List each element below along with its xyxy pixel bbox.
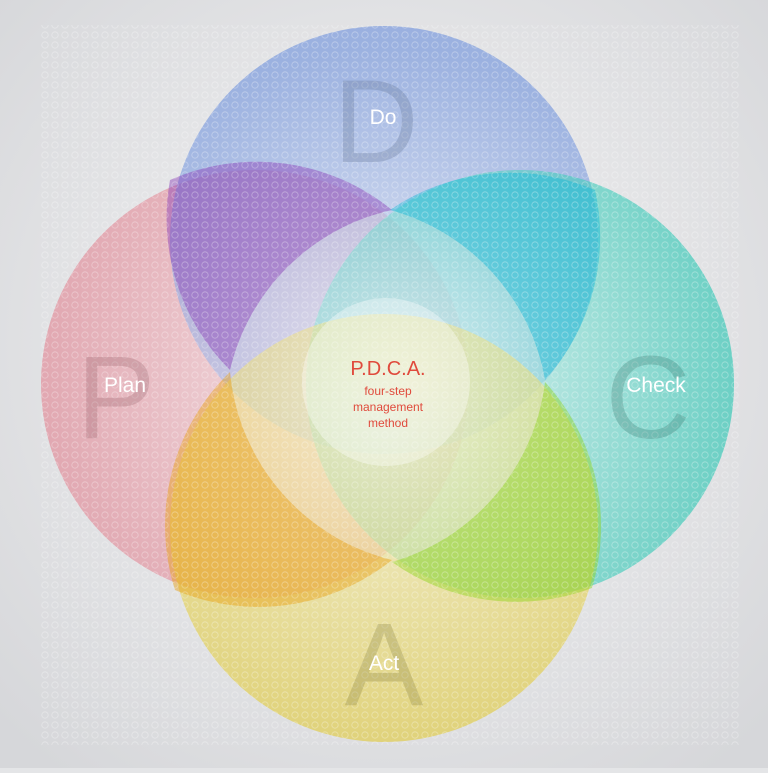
act-letter: A: [345, 599, 424, 731]
texture-overlay: [40, 25, 740, 745]
check-label: Check: [626, 374, 686, 397]
check-letter: C: [605, 332, 690, 464]
center-line-1: four-step: [364, 384, 412, 398]
center-line-2: management: [353, 400, 424, 414]
plan-label: Plan: [104, 374, 146, 397]
plan-letter: P: [77, 332, 156, 464]
center-line-3: method: [368, 416, 408, 430]
center-title: P.D.C.A.: [350, 358, 425, 380]
act-label: Act: [369, 652, 400, 675]
do-label: Do: [370, 106, 397, 129]
do-letter: D: [333, 56, 418, 188]
